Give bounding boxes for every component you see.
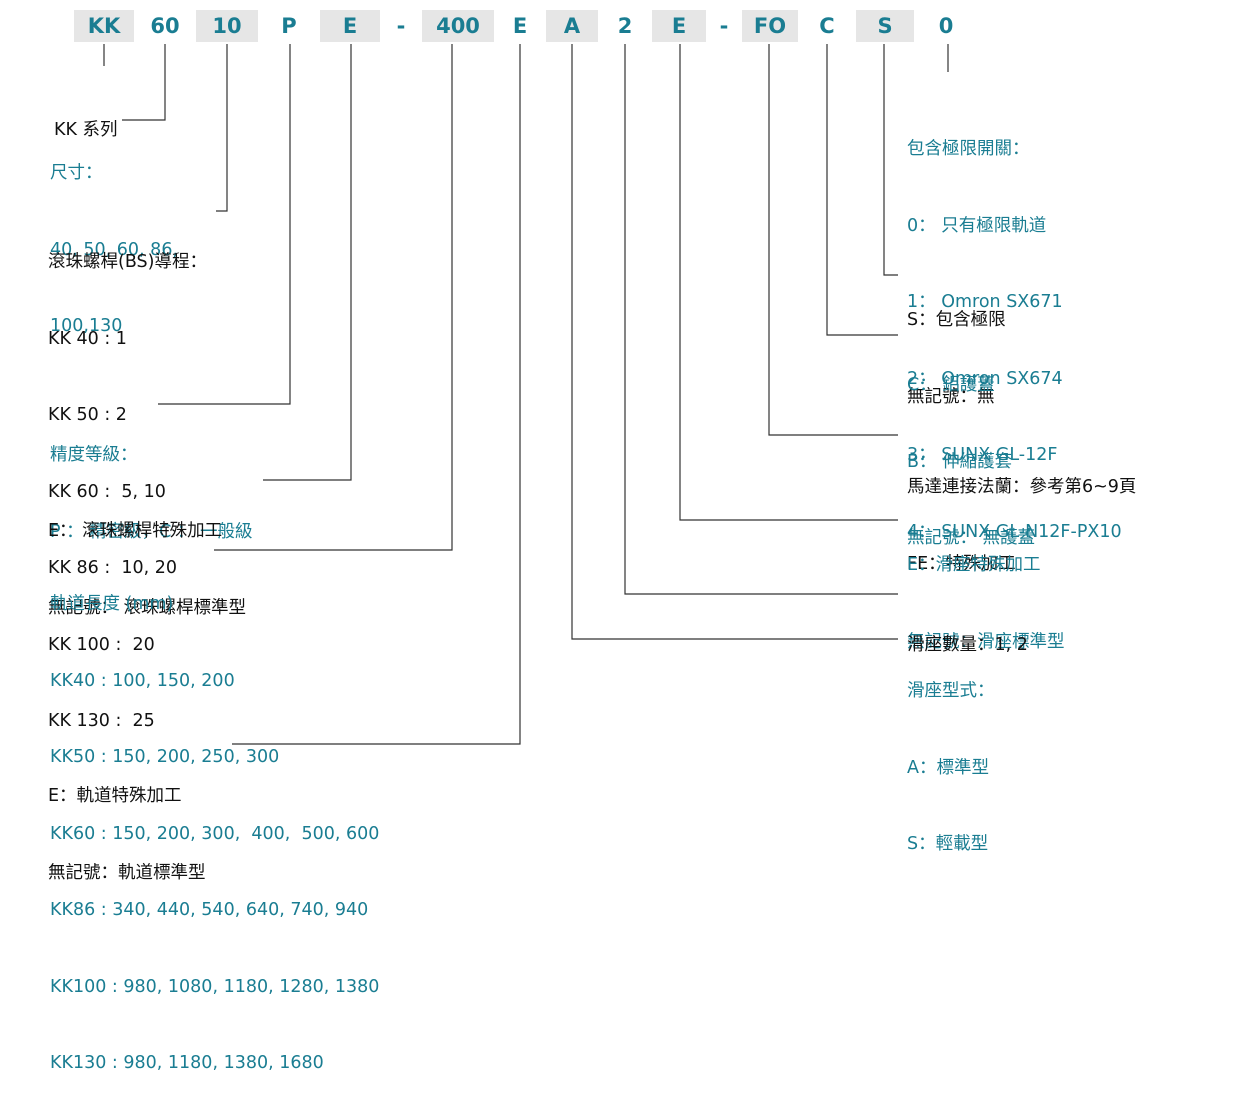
limit-desc: S：包含極限 無記號：無 xyxy=(907,257,1006,436)
lead-row: KK 100 : 20 xyxy=(48,634,155,655)
code-kk: KK xyxy=(74,10,134,42)
code-size: 60 xyxy=(150,14,180,38)
rail-length-title: 軌道長度 (mm) xyxy=(50,594,174,614)
leader-block-type xyxy=(571,44,898,640)
size-desc: 尺寸： 40, 50, 60, 86, 100,130 xyxy=(50,110,178,365)
code-rail-length: 400 xyxy=(422,10,494,42)
code-accuracy: P xyxy=(281,14,297,38)
rail-special-none: 無記號：軌道標準型 xyxy=(48,862,206,883)
limit-switch-option: 1： Omron SX671 xyxy=(907,292,1063,312)
leader-lines xyxy=(103,44,949,745)
rail-length-row: KK100 : 980, 1080, 1180, 1280, 1380 xyxy=(50,976,380,997)
limit-none: 無記號：無 xyxy=(907,386,995,407)
block-type-s: S：輕載型 xyxy=(907,834,989,854)
cover-b: B： 伸縮護套 xyxy=(907,451,1013,472)
leader-block-qty xyxy=(624,44,898,595)
bs-special-desc: E： 滾珠螺桿特殊加工 無記號： 滾珠螺桿標準型 xyxy=(48,468,246,647)
limit-switch-option: 3： SUNX GL-12F xyxy=(907,445,1058,465)
accuracy-title: 精度等級： xyxy=(50,445,138,465)
bs-special-e: E： 滾珠螺桿特殊加工 xyxy=(48,521,223,541)
code-cover: C xyxy=(819,14,835,38)
code-flange: FO xyxy=(742,10,798,42)
flange-title: 馬達連接法蘭：參考第6~9頁 xyxy=(907,477,1137,497)
leader-lead xyxy=(216,44,228,212)
code-block-qty: 2 xyxy=(617,14,633,38)
flange-fe: FE：特殊加工 xyxy=(907,553,1016,574)
series-desc: KK 系列 xyxy=(54,67,118,169)
limit-switch-title: 包含極限開關： xyxy=(907,139,1030,159)
rail-length-row: KK50 : 150, 200, 250, 300 xyxy=(50,747,280,767)
code-block-special: E xyxy=(652,10,706,42)
lead-row: KK 40 : 1 xyxy=(48,328,127,349)
leader-rail-length xyxy=(214,44,453,551)
code-rail-special: E xyxy=(512,14,528,38)
accuracy-values: P ： 精密級，C ： 一般級 xyxy=(50,521,253,542)
code-limit: S xyxy=(856,10,914,42)
limit-switch-option: 4： SUNX GL-N12F-PX10 xyxy=(907,521,1122,542)
lead-row: KK 86 : 10, 20 xyxy=(48,558,178,578)
block-qty-desc: 滑座數量：1, 2 xyxy=(907,582,1028,684)
size-title: 尺寸： xyxy=(50,163,103,183)
size-values: 40, 50, 60, 86, xyxy=(50,239,179,260)
size-values: 100,130 xyxy=(50,316,123,336)
leader-accuracy xyxy=(158,44,291,405)
lead-row: KK 130 : 25 xyxy=(48,711,155,731)
block-type-a: A：標準型 xyxy=(907,757,989,778)
block-type-desc: 滑座型式： A：標準型 S：輕載型 xyxy=(907,628,995,883)
block-special-desc: E：滑座特殊加工 無記號：滑座標準型 xyxy=(907,502,1065,681)
code-limit-switch: 0 xyxy=(938,14,954,38)
lead-row: KK 60 : 5, 10 xyxy=(48,481,166,502)
leader-flange xyxy=(768,44,898,436)
block-type-title: 滑座型式： xyxy=(907,681,995,701)
code-block-type: A xyxy=(546,10,598,42)
rail-length-row: KK130 : 980, 1180, 1380, 1680 xyxy=(50,1053,324,1073)
code-bs-special: E xyxy=(320,10,380,42)
series-label: KK 系列 xyxy=(54,120,118,140)
cover-c: C： 鋁護蓋 xyxy=(907,375,995,395)
limit-switch-desc: 包含極限開關： 0： 只有極限軌道 1： Omron SX671 2： Omro… xyxy=(907,86,1122,571)
cover-desc: C： 鋁護蓋 B： 伸縮護套 無記號： 無護蓋 xyxy=(907,322,1035,577)
block-qty-label: 滑座數量：1, 2 xyxy=(907,635,1028,655)
limit-switch-option: 2： Omron SX674 xyxy=(907,368,1063,389)
rail-special-desc: E：軌道特殊加工 無記號：軌道標準型 xyxy=(48,733,206,912)
leader-limit xyxy=(883,44,898,276)
rail-special-e: E：軌道特殊加工 xyxy=(48,786,182,806)
leader-size xyxy=(122,44,166,121)
lead-row: KK 50 : 2 xyxy=(48,405,127,425)
limit-switch-option: 0： 只有極限軌道 xyxy=(907,215,1047,236)
leader-bs-special xyxy=(263,44,352,481)
flange-desc: 馬達連接法蘭：參考第6~9頁 FE：特殊加工 xyxy=(907,424,1136,603)
code-lead: 10 xyxy=(196,10,258,42)
code-separator: - xyxy=(396,14,406,38)
lead-desc: 滾珠螺桿(BS)導程： KK 40 : 1 KK 50 : 2 KK 60 : … xyxy=(48,199,207,760)
rail-length-row: KK40 : 100, 150, 200 xyxy=(50,670,235,691)
block-special-e: E：滑座特殊加工 xyxy=(907,555,1041,575)
cover-none: 無記號： 無護蓋 xyxy=(907,528,1036,548)
block-special-none: 無記號：滑座標準型 xyxy=(907,631,1065,652)
accuracy-desc: 精度等級： P ： 精密級，C ： 一般級 xyxy=(50,392,253,571)
code-separator: - xyxy=(719,14,729,38)
leader-cover xyxy=(826,44,898,336)
limit-s: S：包含極限 xyxy=(907,310,1006,330)
lead-title: 滾珠螺桿(BS)導程： xyxy=(48,252,207,272)
bs-special-none: 無記號： 滾珠螺桿標準型 xyxy=(48,597,247,618)
leader-rail-special xyxy=(232,44,521,745)
leader-block-special xyxy=(679,44,898,521)
